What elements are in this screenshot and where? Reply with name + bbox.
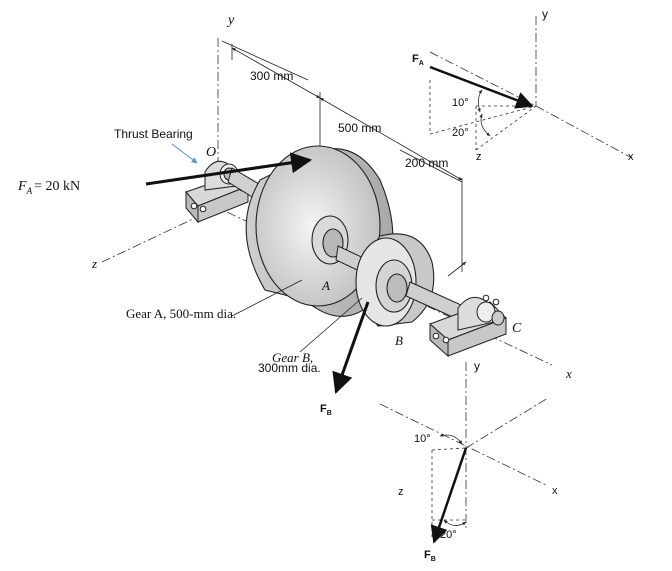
inset-fb: 10° 20° z x FB <box>379 397 558 563</box>
axis-y-label: y <box>226 13 235 28</box>
inset-fa-angle10: 10° <box>452 97 469 109</box>
force-fa-arrow <box>145 152 313 186</box>
inset-fa-label: FA <box>412 53 424 67</box>
gear-b-caption-1: Gear B, <box>272 350 313 365</box>
dim-500-label: 500 mm <box>338 121 381 135</box>
inset-fa-arrow <box>429 65 534 109</box>
gear-b <box>355 233 435 327</box>
inset-fb-arrow <box>430 447 468 544</box>
force-fa-label: FA= 20 kN <box>17 179 80 196</box>
axis-z-label: z <box>91 256 97 271</box>
gear-b-caption-2: 300mm dia. <box>258 361 321 375</box>
thrust-bearing-label: Thrust Bearing <box>114 127 193 141</box>
inset-fb-x: x <box>552 485 558 497</box>
axis-x-right-label: x <box>565 366 572 381</box>
force-fb-label: FB <box>320 403 332 417</box>
z-axis-line <box>101 209 213 263</box>
dimension-lines <box>221 40 463 272</box>
point-c-label: C <box>512 321 522 336</box>
point-a-label: A <box>321 278 330 293</box>
axis-y-right-label: y <box>474 359 480 373</box>
bearing-c <box>429 294 507 358</box>
inset-fa-y: y <box>542 7 548 21</box>
point-o-label: O <box>206 145 216 160</box>
inset-fa: FA 10° 20° z y x <box>412 7 634 163</box>
point-b-label: B <box>395 333 403 348</box>
gear-a-caption: Gear A, 500-mm dia. <box>126 306 236 321</box>
inset-fb-angle20: 20° <box>440 529 457 541</box>
thrust-bearing-leader <box>171 143 198 164</box>
dim-300-label: 300 mm <box>250 69 293 83</box>
force-fb-arrow <box>332 301 370 394</box>
gear-b-leader <box>299 297 363 353</box>
c-leader-line <box>447 261 467 277</box>
dim-200-label: 200 mm <box>405 156 448 170</box>
inset-fb-z: z <box>398 486 404 498</box>
inset-fb-angle10: 10° <box>414 433 431 445</box>
gear-a-leader <box>231 279 303 317</box>
inset-fa-angle20: 20° <box>452 127 469 139</box>
inset-fa-z: z <box>476 151 482 163</box>
inset-fa-x: x <box>628 151 634 163</box>
inset-fb-label: FB <box>424 549 436 563</box>
